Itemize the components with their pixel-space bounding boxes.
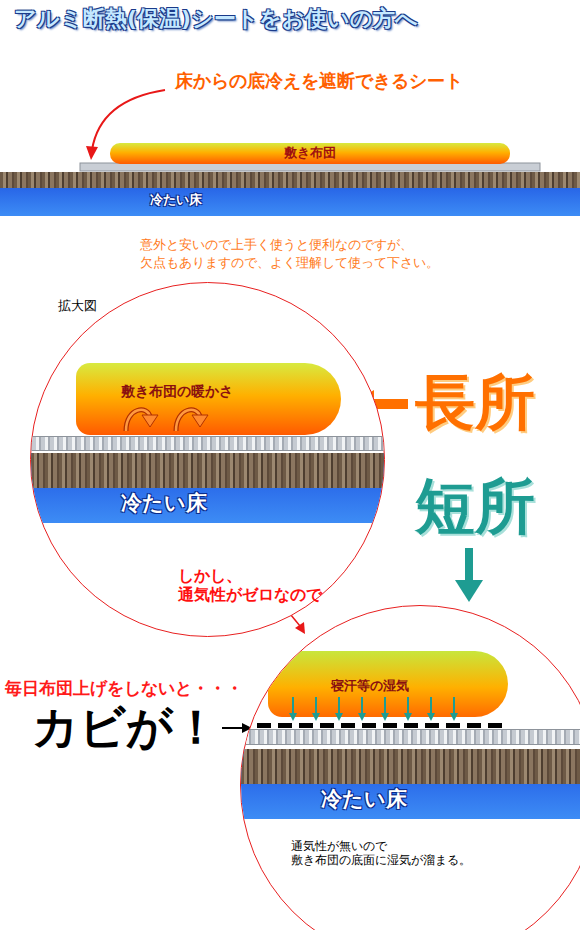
arrow-head — [455, 580, 483, 602]
band-label: 冷たい床 — [321, 787, 407, 812]
insulation-sheet — [31, 436, 385, 451]
arrow-head — [192, 415, 208, 427]
mold-dash — [320, 723, 334, 728]
arrow-head — [358, 713, 366, 721]
drop-arrow — [430, 697, 432, 715]
arrow-head — [381, 713, 389, 721]
arrow-head — [312, 713, 320, 721]
drop-arrow — [407, 697, 409, 715]
mold-dash — [467, 723, 481, 728]
mold-dash — [404, 723, 418, 728]
mold-dash — [341, 723, 355, 728]
mold-dash — [446, 723, 460, 728]
band-label: 冷たい床 — [150, 192, 202, 208]
leader-arrow — [92, 90, 165, 150]
mold-dash — [488, 723, 502, 728]
insulation-sheet — [80, 163, 540, 171]
arrow-head — [427, 713, 435, 721]
zoom-heading: 拡大図 — [58, 298, 97, 314]
drop-arrow — [315, 697, 317, 715]
merit-label: 長所 — [415, 372, 535, 432]
mold-dash — [257, 723, 271, 728]
arrow-head — [450, 713, 458, 721]
title: アルミ断熱(保温)シートをお使いの方へ — [14, 6, 418, 32]
drop-arrow — [338, 697, 340, 715]
moisture-arrows — [253, 651, 513, 741]
arrow-head — [86, 146, 98, 160]
arrow-head — [295, 622, 305, 634]
arrow-head — [142, 415, 158, 427]
drop-arrow — [453, 697, 455, 715]
warning-text: 毎日布団上げをしないと・・・ — [5, 678, 243, 698]
drop-arrow — [384, 697, 386, 715]
futon-band: 敷き布団の暖かさ — [76, 363, 341, 435]
arrow-head — [404, 713, 412, 721]
demerit-label: 短所 — [415, 476, 535, 536]
zoom-circle: 通気性が無いので 敷き布団の底面に湿気が溜まる。 寝汗等の湿気冷たい床 — [240, 605, 580, 930]
futon-band: 敷き布団 — [110, 143, 510, 164]
arrow-head — [289, 713, 297, 721]
mold-dash — [383, 723, 397, 728]
mold-dash — [362, 723, 376, 728]
note-text: 意外と安いので上手く使うと便利なのですが、 欠点もありますので、よく理解して使っ… — [140, 236, 470, 271]
drop-arrow — [292, 697, 294, 715]
mold-dash — [299, 723, 313, 728]
band-label: 敷き布団 — [110, 145, 510, 161]
floor-band: 冷たい床 — [0, 172, 580, 216]
drop-arrow — [361, 697, 363, 715]
mold-label: カビが！ — [32, 702, 219, 753]
floor-band: 冷たい床 — [31, 453, 385, 523]
futon-band: 寝汗等の湿気 — [268, 651, 508, 717]
warning-text: しかし、 通気性がゼロなので — [178, 566, 338, 604]
subtitle: 床からの底冷えを遮断できるシート — [175, 70, 463, 92]
band-label: 寝汗等の湿気 — [331, 678, 409, 694]
floor-band: 冷たい床 — [241, 749, 580, 819]
warmth-arrows — [116, 403, 316, 433]
arrow-head — [335, 713, 343, 721]
mold-dash — [425, 723, 439, 728]
band-label: 冷たい床 — [121, 491, 207, 516]
down-arrow — [465, 548, 473, 582]
insulation-sheet — [241, 729, 580, 745]
circle-outline: 通気性が無いので 敷き布団の底面に湿気が溜まる。 寝汗等の湿気冷たい床 — [240, 605, 580, 930]
note-text: 通気性が無いので 敷き布団の底面に湿気が溜まる。 — [291, 839, 476, 868]
mold-dash — [278, 723, 292, 728]
band-label: 敷き布団の暖かさ — [121, 383, 233, 400]
